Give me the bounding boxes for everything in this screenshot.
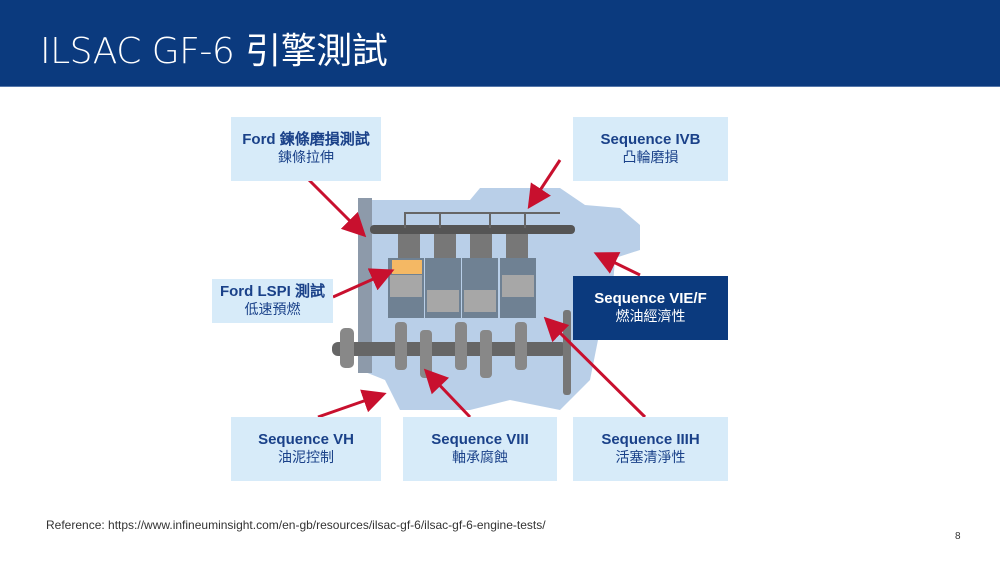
page-number: 8 [955,531,961,542]
box-title: Sequence VH [258,431,354,448]
callout-arrows [307,159,647,419]
box-ford-lspi: Ford LSPI 測試 低速預燃 [212,279,333,323]
box-title: Ford 鍊條磨損測試 [242,131,370,148]
box-title: Sequence VIE/F [594,290,707,307]
arrow-vh [317,389,387,419]
arrow-iiih [543,316,647,419]
box-ford-chain: Ford 鍊條磨損測試 鍊條拉伸 [231,117,381,181]
box-vief: Sequence VIE/F 燃油經濟性 [573,276,728,340]
arrow-viii [423,368,472,419]
box-subtitle: 低速預燃 [244,302,301,318]
box-subtitle: 鍊條拉伸 [278,150,334,166]
box-title: Sequence VIII [431,431,529,448]
box-subtitle: 軸承腐蝕 [452,450,508,466]
box-title: Sequence IVB [600,131,701,148]
box-viii: Sequence VIII 軸承腐蝕 [403,417,557,481]
slide-title: ILSAC GF-6 引擎測試 [40,31,388,72]
box-ivb: Sequence IVB 凸輪磨損 [573,117,728,181]
box-subtitle: 油泥控制 [278,450,334,466]
arrow-vief [593,252,641,277]
arrow-ford-lspi [332,268,395,299]
reference-text: Reference: https://www.infineuminsight.c… [46,518,546,532]
box-vh: Sequence VH 油泥控制 [231,417,381,481]
box-title: Ford LSPI 測試 [219,283,325,300]
box-subtitle: 燃油經濟性 [615,309,686,325]
arrow-ford-chain [307,178,367,238]
slide-header: ILSAC GF-6 引擎測試 [0,0,1000,87]
box-subtitle: 凸輪磨損 [622,150,679,166]
box-subtitle: 活塞清淨性 [615,450,686,466]
engine-block [332,188,640,410]
box-iiih: Sequence IIIH 活塞清淨性 [573,417,728,481]
box-title: Sequence IIIH [601,431,700,448]
arrow-ivb [527,159,562,210]
